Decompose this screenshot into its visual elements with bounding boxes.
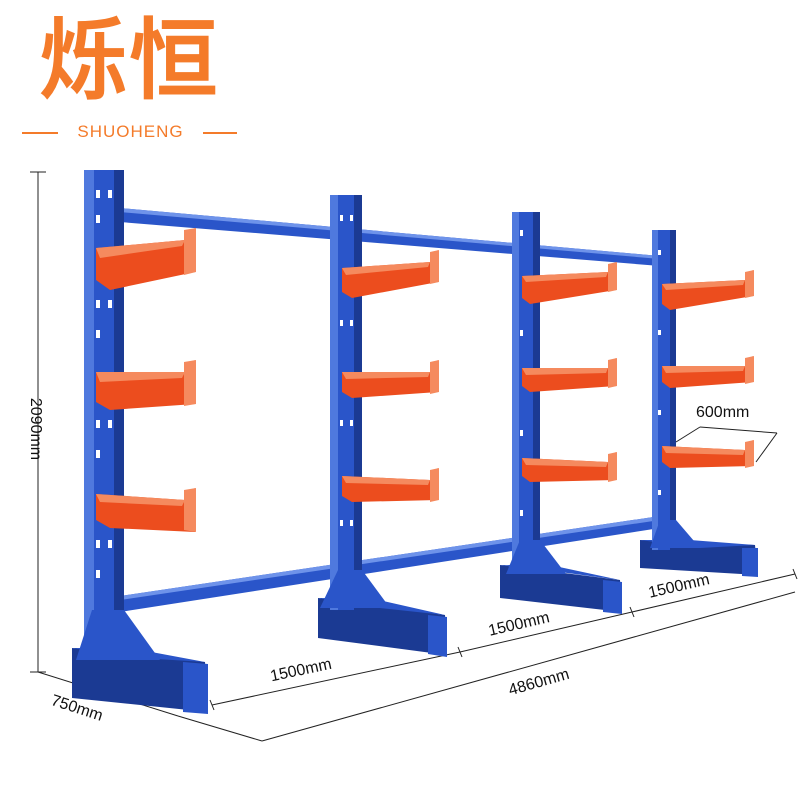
arms-upright-2 <box>342 250 439 502</box>
arms-upright-4 <box>662 270 754 468</box>
dimension-arm-length: 600mm <box>696 404 750 421</box>
dimension-lines <box>30 171 798 742</box>
dimension-height: 2090mm <box>27 397 44 461</box>
upright-3 <box>500 212 622 614</box>
logo-chinese-name: 烁恒 <box>39 9 220 112</box>
arms-upright-3 <box>522 262 617 482</box>
top-beam <box>120 208 660 266</box>
upright-holes <box>96 190 661 578</box>
arms-upright-1 <box>96 228 196 532</box>
upright-4 <box>640 230 758 577</box>
logo-rule-left <box>22 132 58 134</box>
logo-english-name: SHUOHENG <box>77 122 184 141</box>
logo-rule-right <box>203 132 237 134</box>
upright-2 <box>318 195 447 657</box>
